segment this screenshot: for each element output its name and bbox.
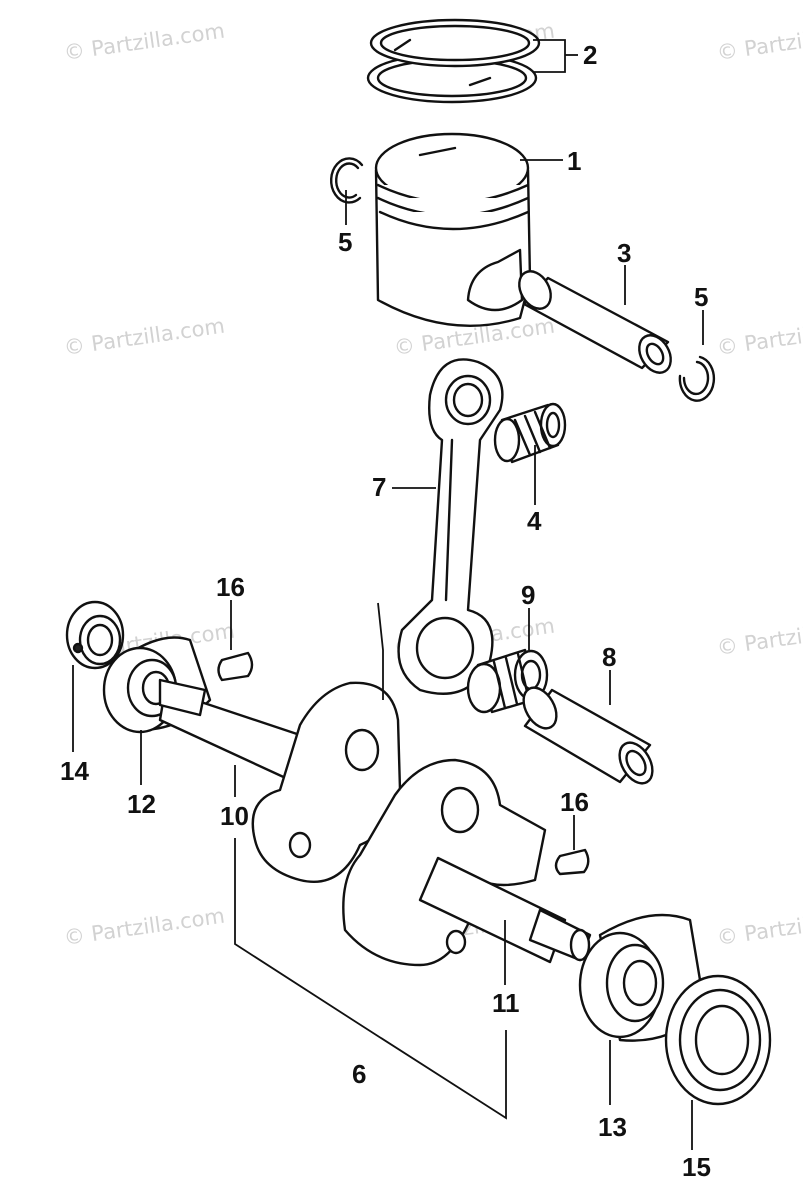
callout-16-right: 16 [560, 787, 589, 817]
watermark: © Partzilla.com [715, 904, 803, 950]
piston [374, 132, 532, 327]
watermark: © Partzilla.com [715, 614, 803, 660]
circlip-left [330, 157, 364, 204]
leader-lines [72, 39, 704, 1150]
callout-7: 7 [372, 472, 386, 502]
callout-9: 9 [521, 580, 535, 610]
callout-10: 10 [220, 801, 249, 831]
crank-pin [522, 686, 654, 785]
callout-11: 11 [492, 988, 520, 1018]
woodruff-key-right [554, 848, 590, 876]
callout-3: 3 [617, 238, 631, 268]
piston-rings [366, 18, 541, 104]
callout-8: 8 [602, 642, 616, 672]
callout-14: 14 [60, 756, 89, 786]
small-end-needle-bearing [493, 402, 567, 464]
callout-5-right: 5 [694, 282, 708, 312]
watermark: © Partzilla.com [715, 19, 803, 65]
callout-13: 13 [598, 1112, 627, 1142]
callout-labels: 2 1 5 3 5 7 4 9 8 16 16 14 12 10 11 6 13… [60, 40, 711, 1182]
callout-15: 15 [682, 1152, 711, 1182]
callout-2: 2 [583, 40, 597, 70]
watermark: © Partzilla.com [62, 904, 226, 950]
callout-1: 1 [567, 146, 581, 176]
watermark: © Partzilla.com [62, 314, 226, 360]
woodruff-key-left [217, 651, 254, 682]
oil-seal-right [664, 974, 772, 1106]
piston-pin [518, 270, 672, 374]
connecting-rod [397, 358, 504, 695]
callout-5-left: 5 [338, 227, 352, 257]
crankshaft-left-half [158, 678, 402, 883]
callout-12: 12 [127, 789, 156, 819]
callout-6: 6 [352, 1059, 366, 1089]
callout-4: 4 [527, 506, 542, 536]
oil-seal-left [65, 600, 125, 670]
circlip-right [678, 355, 716, 402]
big-end-needle-bearing [466, 648, 549, 714]
watermark: © Partzilla.com [715, 314, 803, 360]
watermark: © Partzilla.com [62, 19, 226, 65]
callout-16-left: 16 [216, 572, 245, 602]
crankshaft-right-half [342, 758, 592, 967]
